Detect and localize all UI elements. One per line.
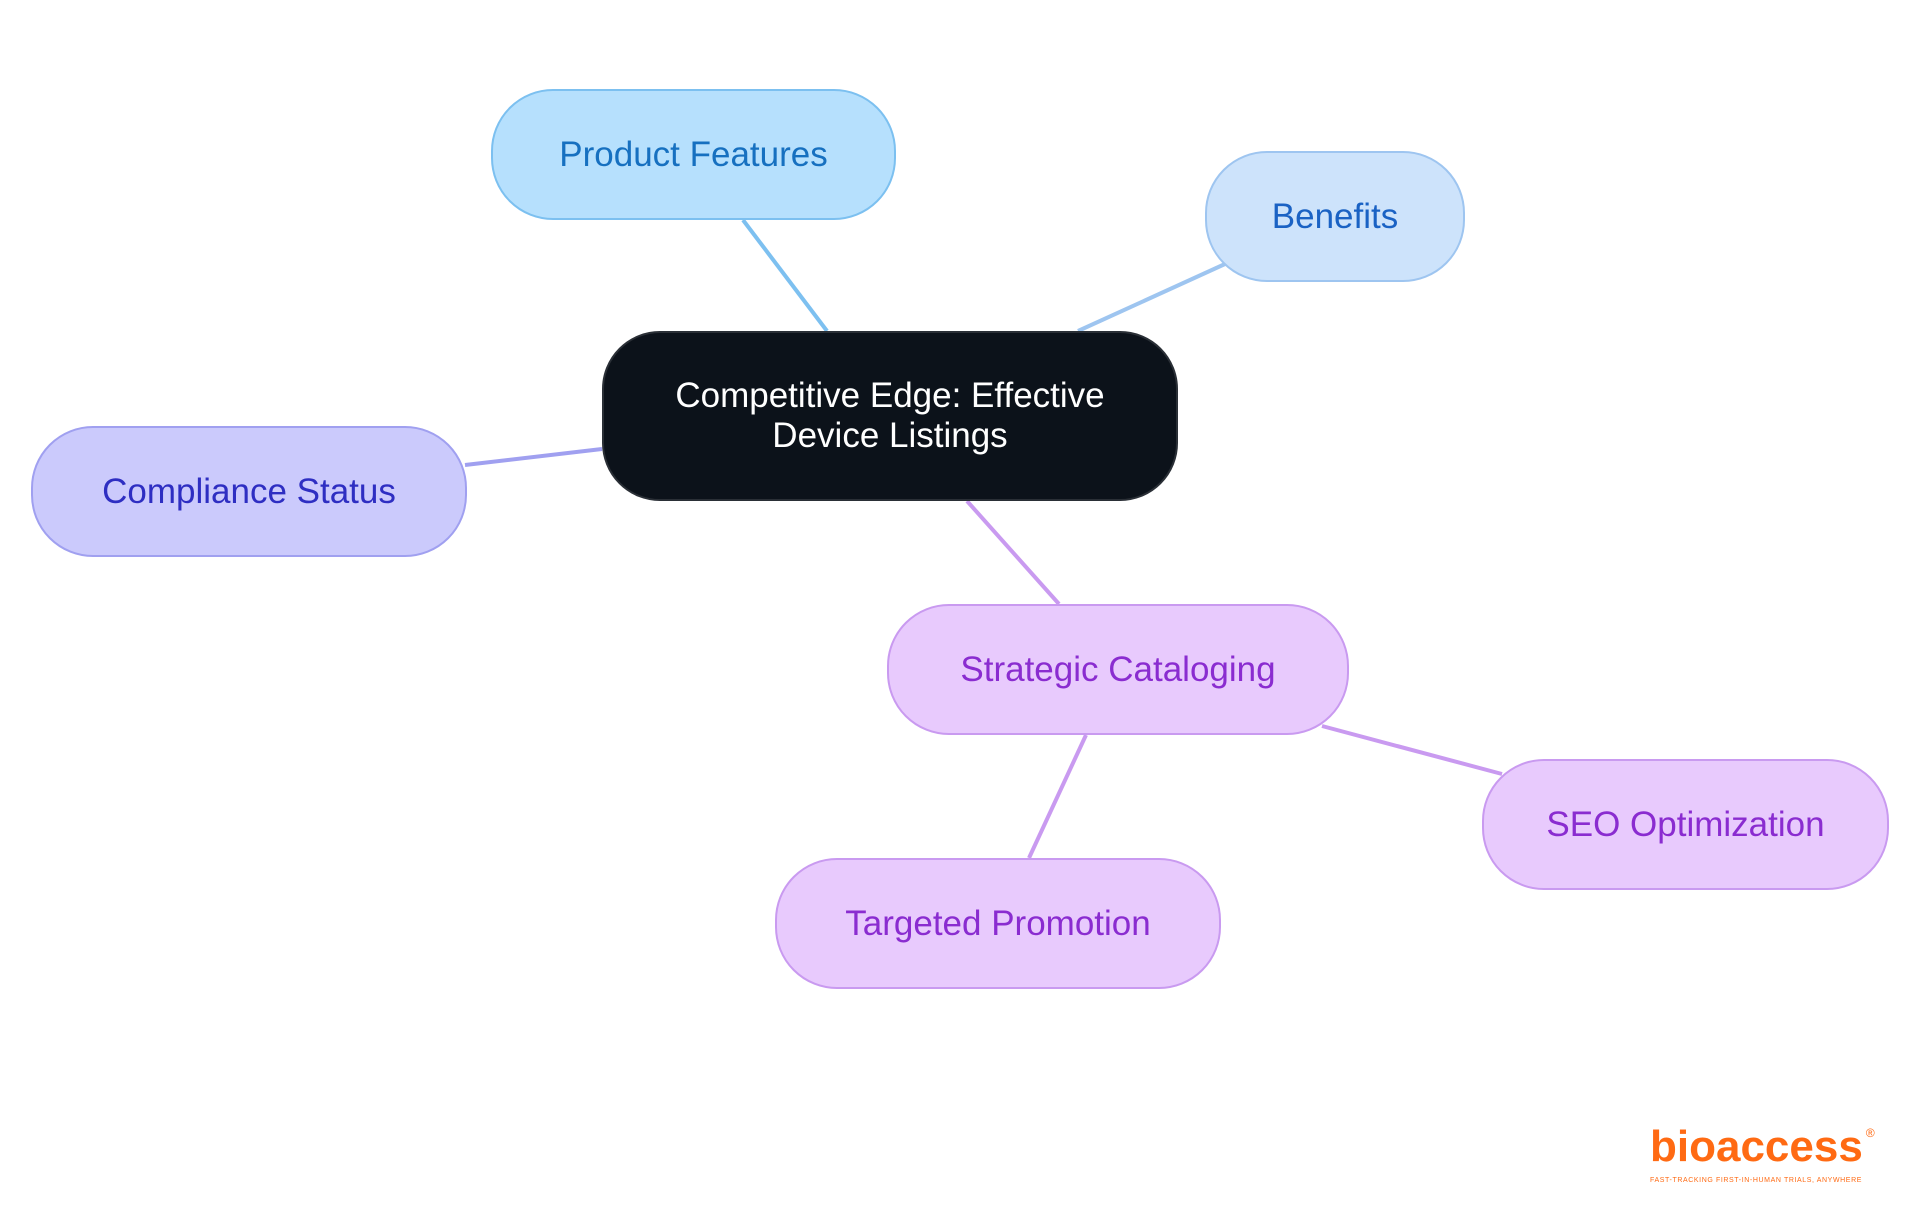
node-label: SEO Optimization [1546, 804, 1825, 844]
node-targeted-promotion: Targeted Promotion [775, 858, 1221, 989]
node-seo-optimization: SEO Optimization [1482, 759, 1889, 890]
node-label: Benefits [1271, 196, 1399, 236]
node-label: Strategic Cataloging [960, 649, 1276, 689]
edge-benefits [1077, 262, 1226, 333]
node-label: Product Features [559, 134, 828, 174]
node-compliance-status: Compliance Status [31, 426, 467, 557]
edge-targeted [1027, 734, 1088, 859]
edge-product-features [741, 218, 829, 333]
edge-compliance [464, 447, 603, 467]
node-benefits: Benefits [1205, 151, 1465, 282]
bioaccess-logo: bioaccess ® FAST-TRACKING FIRST-IN-HUMAN… [1650, 1122, 1875, 1186]
central-node: Competitive Edge: Effective Device Listi… [602, 331, 1178, 501]
logo-row: bioaccess ® [1650, 1122, 1875, 1172]
node-label: Targeted Promotion [845, 903, 1151, 943]
edge-strategic [965, 499, 1061, 606]
logo-tagline: FAST-TRACKING FIRST-IN-HUMAN TRIALS, ANY… [1650, 1177, 1863, 1184]
node-label: Compliance Status [102, 471, 396, 511]
edge-seo [1321, 724, 1503, 776]
node-product-features: Product Features [491, 89, 896, 220]
central-node-label: Competitive Edge: Effective Device Listi… [675, 376, 1105, 455]
logo-wordmark: bioaccess [1650, 1122, 1863, 1171]
registered-mark: ® [1865, 1126, 1875, 1140]
node-strategic-cataloging: Strategic Cataloging [887, 604, 1349, 735]
